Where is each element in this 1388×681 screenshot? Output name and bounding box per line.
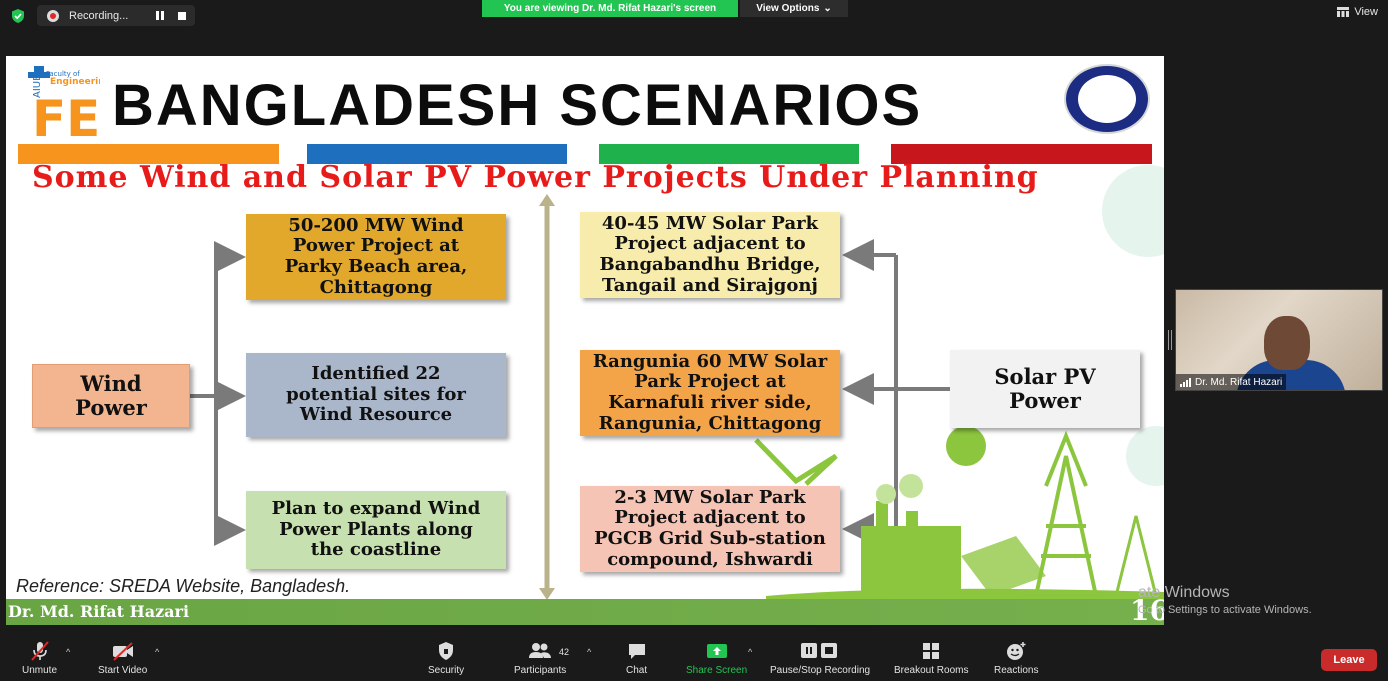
svg-text:FE: FE bbox=[32, 90, 100, 140]
audio-options-caret-icon[interactable]: ^ bbox=[66, 647, 71, 657]
breakout-rooms-icon bbox=[923, 643, 940, 659]
accent-bar-green bbox=[599, 144, 859, 164]
slide-presenter-name: Dr. Md. Rifat Hazari bbox=[8, 602, 190, 621]
recording-indicator: Recording... bbox=[37, 5, 195, 26]
accent-bar-blue bbox=[307, 144, 567, 164]
participants-button[interactable]: Participants bbox=[514, 641, 566, 676]
pause-stop-recording-icon bbox=[801, 643, 838, 658]
accent-bar-orange bbox=[18, 144, 279, 164]
share-screen-button[interactable]: Share Screen bbox=[686, 641, 747, 676]
slide-title: BANGLADESH SCENARIOS bbox=[112, 73, 923, 138]
chevron-down-icon: ⌄ bbox=[823, 3, 832, 14]
smiley-plus-icon bbox=[1007, 642, 1026, 660]
connection-signal-icon bbox=[1180, 377, 1191, 387]
divider-arrow-down bbox=[539, 588, 555, 600]
view-button[interactable]: View bbox=[1337, 6, 1378, 18]
participant-name-label: Dr. Md. Rifat Hazari bbox=[1176, 374, 1287, 390]
share-screen-icon bbox=[706, 644, 727, 658]
shield-check-icon[interactable] bbox=[10, 8, 26, 24]
grid-view-icon bbox=[1337, 7, 1350, 17]
participant-video-tile[interactable]: Dr. Md. Rifat Hazari bbox=[1175, 289, 1383, 391]
meeting-toolbar: Unmute ^ Start Video ^ Security Part bbox=[0, 633, 1388, 681]
view-options-label: View Options bbox=[756, 3, 820, 14]
leave-button[interactable]: Leave bbox=[1321, 649, 1377, 671]
university-seal-logo bbox=[1064, 64, 1150, 134]
start-video-button[interactable]: Start Video bbox=[98, 641, 147, 676]
security-label: Security bbox=[428, 665, 465, 676]
pause-stop-recording-button[interactable]: Pause/Stop Recording bbox=[770, 641, 870, 676]
slide-subtitle: Some Wind and Solar PV Power Projects Un… bbox=[32, 160, 1039, 195]
reactions-button[interactable]: Reactions bbox=[994, 641, 1038, 676]
chat-button[interactable]: Chat bbox=[626, 641, 647, 676]
breakout-rooms-button[interactable]: Breakout Rooms bbox=[894, 641, 968, 676]
start-video-label: Start Video bbox=[98, 665, 148, 676]
recording-label: Recording... bbox=[69, 9, 129, 22]
activate-windows-subtext: Go to Settings to activate Windows. bbox=[1138, 604, 1312, 616]
participants-options-caret-icon[interactable]: ^ bbox=[587, 647, 592, 657]
activate-windows-watermark: ate Windows bbox=[1138, 584, 1230, 601]
slide-number: 16 bbox=[1130, 594, 1164, 625]
shield-icon bbox=[439, 642, 454, 660]
reference-text: Reference: SREDA Website, Bangladesh. bbox=[16, 576, 351, 596]
view-label: View bbox=[1354, 6, 1378, 18]
participants-icon bbox=[529, 643, 552, 658]
decor-bubble bbox=[1126, 426, 1164, 486]
video-camera-off-icon bbox=[112, 642, 133, 661]
participant-name: Dr. Md. Rifat Hazari bbox=[1195, 376, 1283, 388]
shared-slide: AIUB Faculty of Engineering FE BANGLADES… bbox=[6, 56, 1164, 625]
unmute-label: Unmute bbox=[22, 665, 58, 676]
chat-label: Chat bbox=[626, 665, 648, 676]
pause-recording-icon[interactable] bbox=[151, 9, 169, 23]
svg-text:Engineering: Engineering bbox=[50, 77, 100, 87]
panel-resize-handle[interactable] bbox=[1168, 330, 1172, 350]
stop-recording-icon[interactable] bbox=[173, 9, 191, 23]
faculty-engineering-logo: AIUB Faculty of Engineering FE bbox=[28, 66, 100, 140]
eco-energy-illustration bbox=[754, 426, 1164, 599]
breakout-rooms-label: Breakout Rooms bbox=[894, 665, 969, 676]
slide-footer-bar bbox=[6, 599, 1164, 625]
divider-arrow-up bbox=[539, 194, 555, 206]
viewing-screen-banner: You are viewing Dr. Md. Rifat Hazari's s… bbox=[482, 0, 738, 17]
video-options-caret-icon[interactable]: ^ bbox=[155, 647, 160, 657]
svg-text:AIUB: AIUB bbox=[32, 74, 43, 98]
unmute-button[interactable]: Unmute bbox=[22, 641, 57, 676]
participants-label: Participants bbox=[514, 665, 567, 676]
view-options-button[interactable]: View Options ⌄ bbox=[740, 0, 848, 17]
pause-stop-recording-label: Pause/Stop Recording bbox=[770, 665, 871, 676]
diagram-connectors bbox=[190, 165, 1164, 600]
participant-video-head bbox=[1264, 316, 1310, 370]
accent-bar-red bbox=[891, 144, 1152, 164]
security-button[interactable]: Security bbox=[428, 641, 464, 676]
decor-bubble bbox=[1102, 165, 1164, 257]
microphone-muted-icon bbox=[30, 641, 49, 661]
share-options-caret-icon[interactable]: ^ bbox=[748, 647, 753, 657]
recording-icon bbox=[47, 9, 59, 22]
reactions-label: Reactions bbox=[994, 665, 1039, 676]
chat-bubble-icon bbox=[628, 644, 645, 659]
participants-count: 42 bbox=[559, 647, 570, 657]
svg-text:Faculty of: Faculty of bbox=[46, 70, 80, 78]
share-screen-label: Share Screen bbox=[686, 665, 748, 676]
